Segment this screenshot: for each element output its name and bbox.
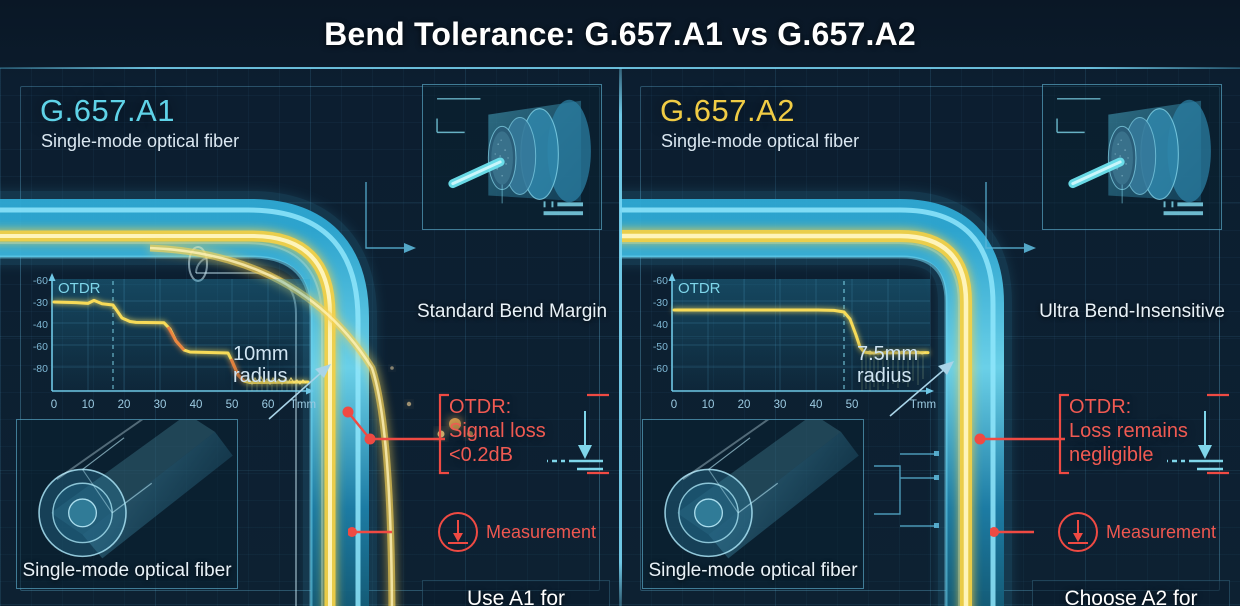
radius-label-right: 7.5mm radius <box>857 343 919 387</box>
panel-g657a1: G.657.A1 Single-mode optical fiber <box>0 68 620 606</box>
ytick-a2-1: -30 <box>653 297 668 309</box>
measurement-icon-right <box>1058 512 1098 552</box>
chart-title-a1: OTDR <box>58 280 101 297</box>
cable-cross-section-inset-right <box>1042 84 1222 230</box>
panel-divider-line <box>619 60 622 606</box>
page-title: Bend Tolerance: G.657.A1 vs G.657.A2 <box>324 15 916 52</box>
cable-cross-section-inset-left <box>422 84 602 230</box>
xtick-a2-5: 50 <box>846 399 859 411</box>
xtick-a2-4: 40 <box>810 399 823 411</box>
bottom-inset-caption-left: Single-mode optical fiber <box>22 560 232 581</box>
ytick-a2-4: -60 <box>653 363 668 375</box>
ytick-a1-1: -30 <box>33 297 48 309</box>
ytick-a2-0: -60 <box>653 275 668 287</box>
xtick-a1-1: 10 <box>82 399 95 411</box>
callout-body-right: Loss remains negligible <box>1069 420 1188 466</box>
cable-cross-section-drawing-left <box>436 98 591 216</box>
panel-g657a2: G.657.A2 Single-mode optical fiber <box>620 68 1240 606</box>
cable-cross-section-drawing-right <box>1056 98 1211 216</box>
footer-note-left: Use A1 for Controlled Routing <box>466 587 566 606</box>
ytick-a1-4: -80 <box>33 363 48 375</box>
callout-box-left: OTDR: Signal loss <0.2dB <box>437 393 613 475</box>
callout-box-right: OTDR: Loss remains negligible <box>1057 393 1233 475</box>
callout-bracket-right <box>1058 393 1229 475</box>
ytick-a1-2: -40 <box>33 319 48 331</box>
callout-measure-icon-right <box>1167 411 1223 471</box>
panel-subtitle-right: Single-mode optical fiber <box>661 131 860 151</box>
xtick-a2-2: 20 <box>738 399 751 411</box>
callout-connector-left <box>342 406 445 445</box>
xtick-a1-5: 50 <box>226 399 239 411</box>
callout-connector-right <box>974 433 1065 445</box>
callout-measure-icon-left <box>547 411 603 471</box>
inset-connector-arrow-right <box>985 182 1036 253</box>
chart-title-a2: OTDR <box>678 280 721 297</box>
ytick-a1-0: -60 <box>33 275 48 287</box>
header-divider-line <box>0 67 1240 69</box>
xtick-a1-2: 20 <box>118 399 131 411</box>
xtick-a1-3: 30 <box>154 399 167 411</box>
measurement-connector-left <box>348 527 392 537</box>
xtick-a1-0: 0 <box>51 399 57 411</box>
measurement-label-right: Measurement <box>1106 522 1217 542</box>
inset-connector-arrow-left <box>365 182 416 253</box>
xtick-a2-0: 0 <box>671 399 677 411</box>
xtick-a1-4: 40 <box>190 399 203 411</box>
callout-title-left: OTDR: <box>449 396 512 418</box>
measurement-connector-right <box>990 527 1034 537</box>
footer-plate-left <box>422 580 610 606</box>
footer-plate-right <box>1032 580 1230 606</box>
callout-title-right: OTDR: <box>1069 396 1132 418</box>
ytick-a2-2: -40 <box>653 319 668 331</box>
xtick-a2-3: 30 <box>774 399 787 411</box>
bottom-inset-caption-right: Single-mode optical fiber <box>648 560 858 581</box>
panel-code-left: G.657.A1 <box>40 93 175 128</box>
radius-label-left: 10mm radius <box>233 343 289 387</box>
top-inset-caption-right: Ultra Bend-Insensitive <box>1039 301 1225 322</box>
footer-note-right: Choose A2 for Compact Layouts <box>1064 587 1198 606</box>
ytick-a2-3: -50 <box>653 341 668 353</box>
top-inset-caption-left: Standard Bend Margin <box>416 301 608 322</box>
xtick-a2-1: 10 <box>702 399 715 411</box>
panel-code-right: G.657.A2 <box>660 93 795 128</box>
measurement-label-left: Measurement <box>486 522 597 542</box>
measurement-icon-left <box>438 512 478 552</box>
panel-subtitle-left: Single-mode optical fiber <box>41 131 240 151</box>
ytick-a1-3: -60 <box>33 341 48 353</box>
callout-body-left: Signal loss <0.2dB <box>449 420 546 466</box>
step-schematic-right <box>874 451 939 528</box>
header-bar: Bend Tolerance: G.657.A1 vs G.657.A2 <box>0 0 1240 68</box>
